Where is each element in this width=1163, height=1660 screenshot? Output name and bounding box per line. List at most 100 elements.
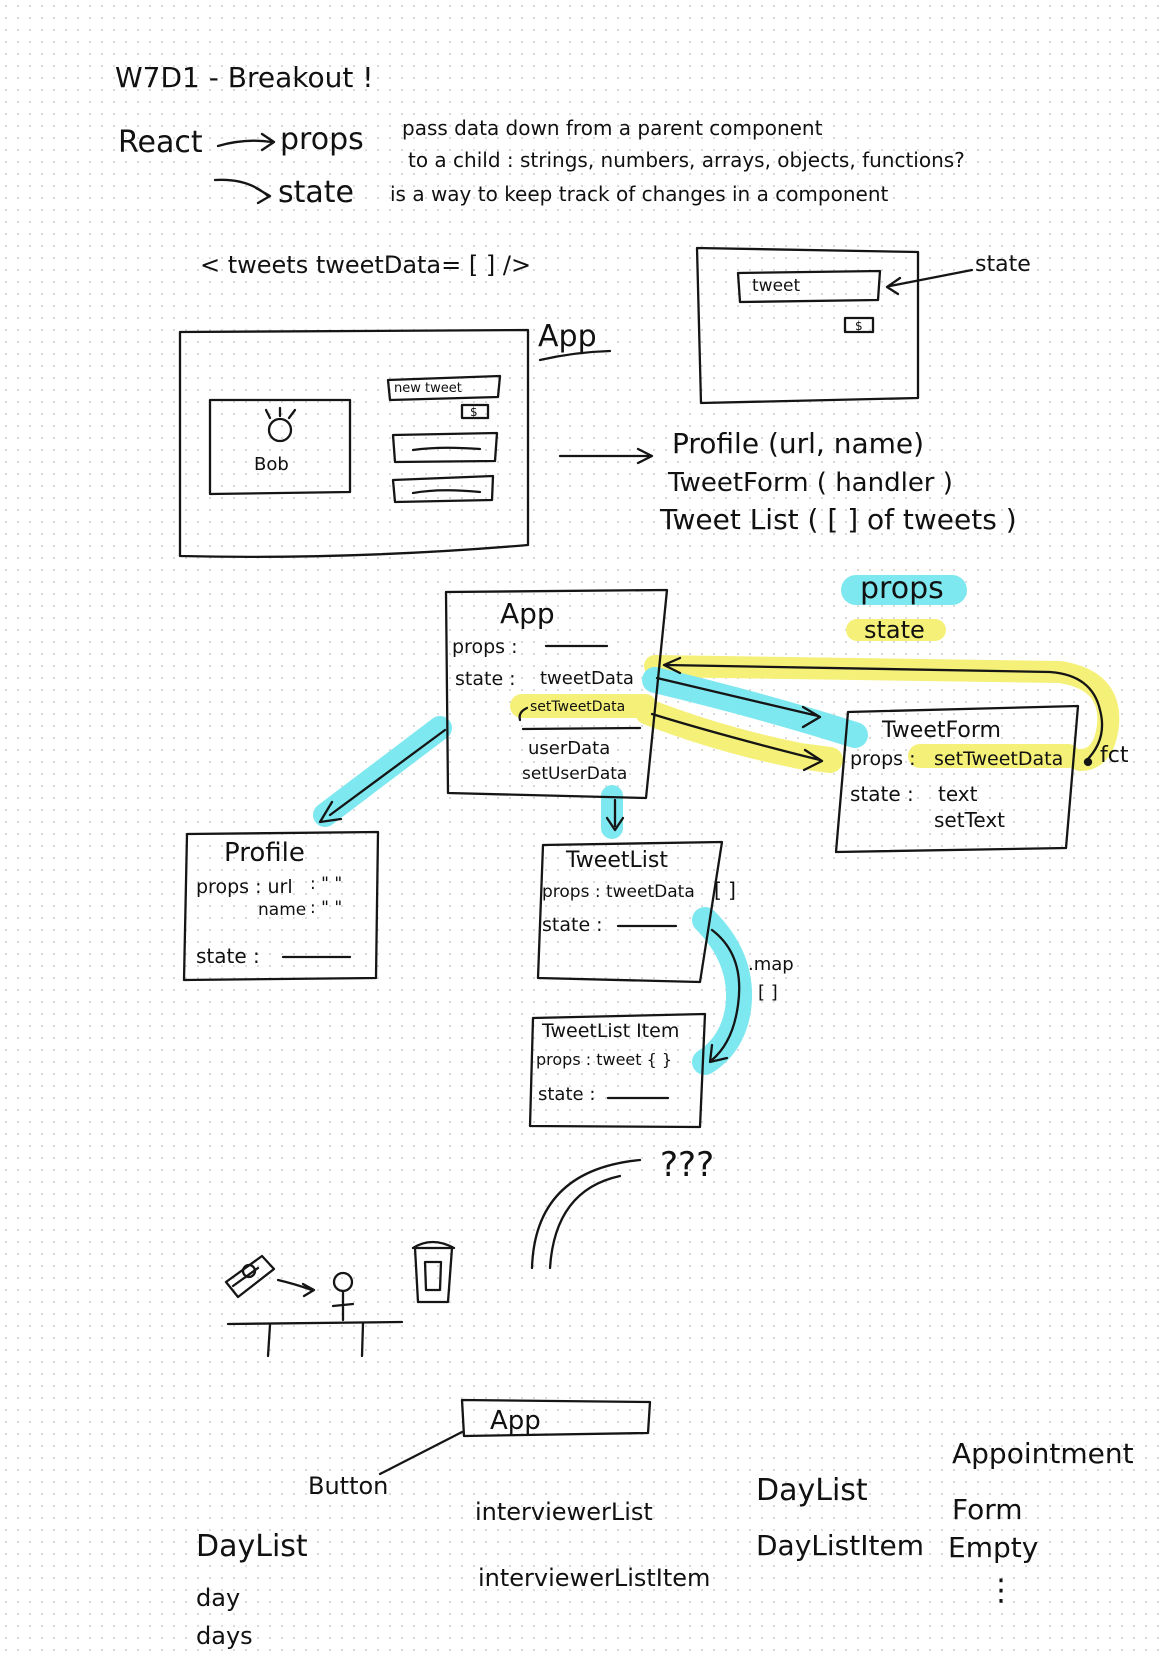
person-head — [332, 1271, 354, 1293]
wireframe-submit-btn — [843, 316, 875, 334]
tweetform-settext: setText — [934, 808, 1006, 832]
tweetlistitem-props: props : tweet { } — [536, 1050, 673, 1069]
react-label: React — [118, 125, 203, 160]
bob-hair — [264, 406, 297, 420]
arrow-settweetdata-to-form — [650, 712, 824, 772]
profile-props-line: Profile (url, name) — [672, 427, 925, 460]
appointment-label: Appointment — [952, 1437, 1134, 1470]
app-userdata: userData — [528, 738, 611, 759]
new-tweet-dollar: $ — [470, 405, 478, 419]
state-pointer-label: state — [975, 252, 1031, 277]
profile-name: name — [258, 900, 307, 920]
arrow-card-to-person — [276, 1278, 316, 1298]
wireframe-tweet-input — [736, 269, 882, 304]
new-tweet-label: new tweet — [394, 381, 462, 396]
profile-title: Profile — [224, 838, 305, 868]
tweetlist-brackets: [ ] — [714, 878, 736, 902]
form-label: Form — [952, 1493, 1023, 1526]
legend-state: state — [864, 616, 925, 644]
line-app-to-button — [378, 1430, 464, 1476]
arrow-react-to-props — [216, 132, 276, 152]
bob-name: Bob — [254, 454, 289, 475]
map-label: .map — [748, 954, 794, 975]
map-brackets: [ ] — [758, 982, 778, 1003]
tweetlistitem-title: TweetList Item — [542, 1020, 680, 1042]
tweetform-title: TweetForm — [882, 718, 1001, 743]
app-settweetdata: setTweetData — [530, 699, 626, 715]
app-divider — [521, 726, 642, 731]
profile-props-url: props : url — [196, 876, 293, 898]
tweetform-props-value: setTweetData — [934, 748, 1064, 770]
wireframe-app-box — [178, 328, 530, 558]
desk-leg-right — [360, 1321, 365, 1358]
bob-face — [267, 417, 293, 443]
trash-can — [411, 1240, 456, 1304]
app-wireframe-label: App — [538, 319, 597, 354]
profile-component-box — [182, 830, 380, 982]
daylist-label: DayList — [196, 1529, 308, 1564]
wireframe-tweet-1 — [391, 431, 499, 464]
wireframe-new-tweet-box — [386, 374, 502, 402]
button-label: Button — [308, 1472, 389, 1500]
submit-dollar: $ — [855, 319, 863, 333]
app-settweetdata-hook — [518, 706, 529, 722]
tweetlistitem-component-box — [528, 1012, 707, 1129]
tweets-tag: < tweets tweetData= [ ] /> — [200, 251, 532, 279]
tweetform-props-label: props : — [850, 748, 916, 770]
wireframe-new-tweet-btn — [460, 403, 490, 420]
props-highlight-to-profile — [313, 716, 452, 827]
profile-state-label: state : — [196, 944, 260, 968]
person-body — [331, 1290, 355, 1322]
hill-inner — [548, 1174, 622, 1270]
wireframe-profile-card — [208, 398, 352, 496]
daylist-item-label: DayListItem — [756, 1529, 924, 1562]
arrow-state-to-input — [885, 268, 974, 296]
interviewer-list-item-label: interviewerListItem — [478, 1564, 711, 1592]
days-label: days — [196, 1622, 253, 1650]
profile-url-value: : " " — [310, 874, 343, 894]
props-label: props — [280, 122, 364, 157]
wireframe-tweet-1-line — [411, 446, 482, 452]
tweetlist-component-box — [536, 840, 724, 984]
arrow-app-to-profile — [318, 728, 447, 824]
wireframe-tweet-2-line — [411, 489, 482, 495]
profile-name-value: : " " — [310, 898, 343, 918]
page-title: W7D1 - Breakout ! — [115, 61, 374, 94]
arrow-app-to-list — [605, 798, 625, 832]
tweetform-component-box — [834, 704, 1080, 854]
tweetlist-props-line: Tweet List ( [ ] of tweets ) — [660, 503, 1017, 536]
bottom-app-box — [460, 1398, 652, 1438]
daylist-2-label: DayList — [756, 1473, 868, 1508]
ellipsis: ⋮ — [986, 1573, 1016, 1608]
tweetlist-props: props : tweetData — [542, 882, 695, 902]
question-marks: ??? — [660, 1145, 715, 1185]
arrow-react-to-state — [213, 178, 272, 205]
arrow-tweetdata-to-form — [655, 676, 822, 729]
tweetform-props-line: TweetForm ( handler ) — [668, 468, 953, 498]
wireframe-tweet-2 — [391, 474, 495, 504]
tweetlistitem-state-label: state : — [538, 1084, 596, 1105]
legend-props: props — [860, 571, 944, 606]
app-component-box — [444, 588, 669, 800]
sign-face — [241, 1263, 257, 1279]
arrow-list-to-item — [708, 928, 741, 1064]
state-highlight-loop — [644, 655, 1120, 771]
app-state-label: state : — [455, 668, 516, 690]
props-description-2: to a child : strings, numbers, arrays, o… — [408, 148, 965, 172]
fct-dot — [1083, 757, 1093, 767]
interviewer-list-label: interviewerList — [475, 1498, 653, 1526]
tweet-input-label: tweet — [752, 276, 801, 296]
tweetform-state-label: state : — [850, 782, 914, 806]
app-setuserdata: setUserData — [522, 764, 628, 784]
app-label-underline — [538, 349, 612, 362]
empty-label: Empty — [948, 1531, 1039, 1564]
bottom-app-label: App — [490, 1406, 541, 1436]
props-highlight-to-form — [642, 667, 868, 748]
app-tweetdata: tweetData — [540, 668, 634, 689]
state-label: state — [278, 175, 354, 210]
wireframe-state-box — [695, 246, 920, 405]
tweetlist-state-label: state : — [542, 914, 603, 936]
desk-top — [226, 1320, 404, 1326]
tweetform-text: text — [938, 782, 978, 806]
